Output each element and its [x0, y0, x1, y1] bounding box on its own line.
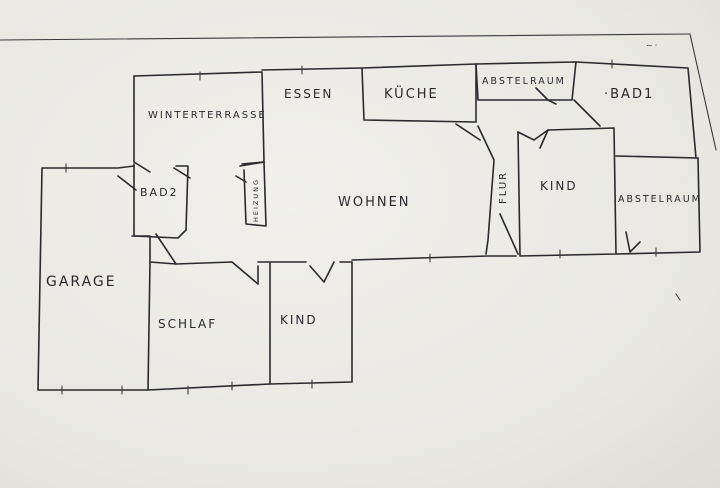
bad2-door — [117, 175, 137, 191]
bad2-walls — [133, 163, 189, 239]
abstellraum-door — [535, 87, 557, 105]
room-label-flur: FLUR — [498, 171, 509, 204]
schlaf-kind-outer — [147, 261, 353, 391]
room-label-essen: ESSEN — [284, 87, 333, 101]
room-label-wohnen: WOHNEN — [338, 195, 411, 210]
abstellraum-right-walls — [615, 157, 701, 255]
schlaf-top-wall — [149, 261, 259, 285]
room-label-kind-right: KIND — [540, 179, 578, 193]
corner-mark: ~· — [646, 41, 659, 50]
room-label-abstellraum-right: ABSTELRAUM — [618, 194, 702, 205]
door-arc — [133, 161, 151, 173]
main-top-wall — [261, 61, 697, 159]
room-label-abstellraum-top: ABSTELRAUM — [482, 76, 566, 87]
abstellraum-top-walls — [475, 61, 577, 101]
winterterrasse-walls — [133, 71, 265, 163]
window-ticks — [61, 59, 681, 395]
flur-door — [499, 213, 519, 255]
bad2-door — [173, 167, 191, 179]
door-line — [573, 99, 601, 127]
room-label-winterterrasse: WINTERTERRASSE — [148, 110, 267, 121]
abstellraum-right-door — [625, 231, 641, 253]
flur-left-wall — [477, 125, 495, 255]
room-label-heizung: HEIZUNG — [252, 178, 260, 222]
bad1-bottom-wall — [615, 155, 699, 159]
room-label-bad2: BAD2 — [140, 186, 179, 199]
garage-inner-wall — [131, 235, 151, 263]
hall-door — [155, 233, 177, 265]
room-label-kind-bottom: KIND — [280, 313, 318, 327]
kind-right-door — [517, 129, 549, 149]
heizung-door — [235, 175, 247, 183]
room-label-schlaf: SCHLAF — [158, 317, 217, 331]
paper-border-right — [689, 33, 717, 151]
room-label-kueche: KÜCHE — [384, 85, 439, 102]
room-label-bad1: ·BAD1 — [604, 87, 654, 102]
kind-door — [309, 261, 335, 283]
paper-border-top — [0, 33, 691, 41]
kueche-walls — [361, 63, 477, 123]
kueche-door — [455, 123, 481, 141]
room-label-garage: GARAGE — [46, 274, 117, 290]
garage-walls — [37, 165, 149, 391]
wohnen-bottom-wall — [351, 255, 517, 261]
heizung-walls — [239, 161, 267, 227]
